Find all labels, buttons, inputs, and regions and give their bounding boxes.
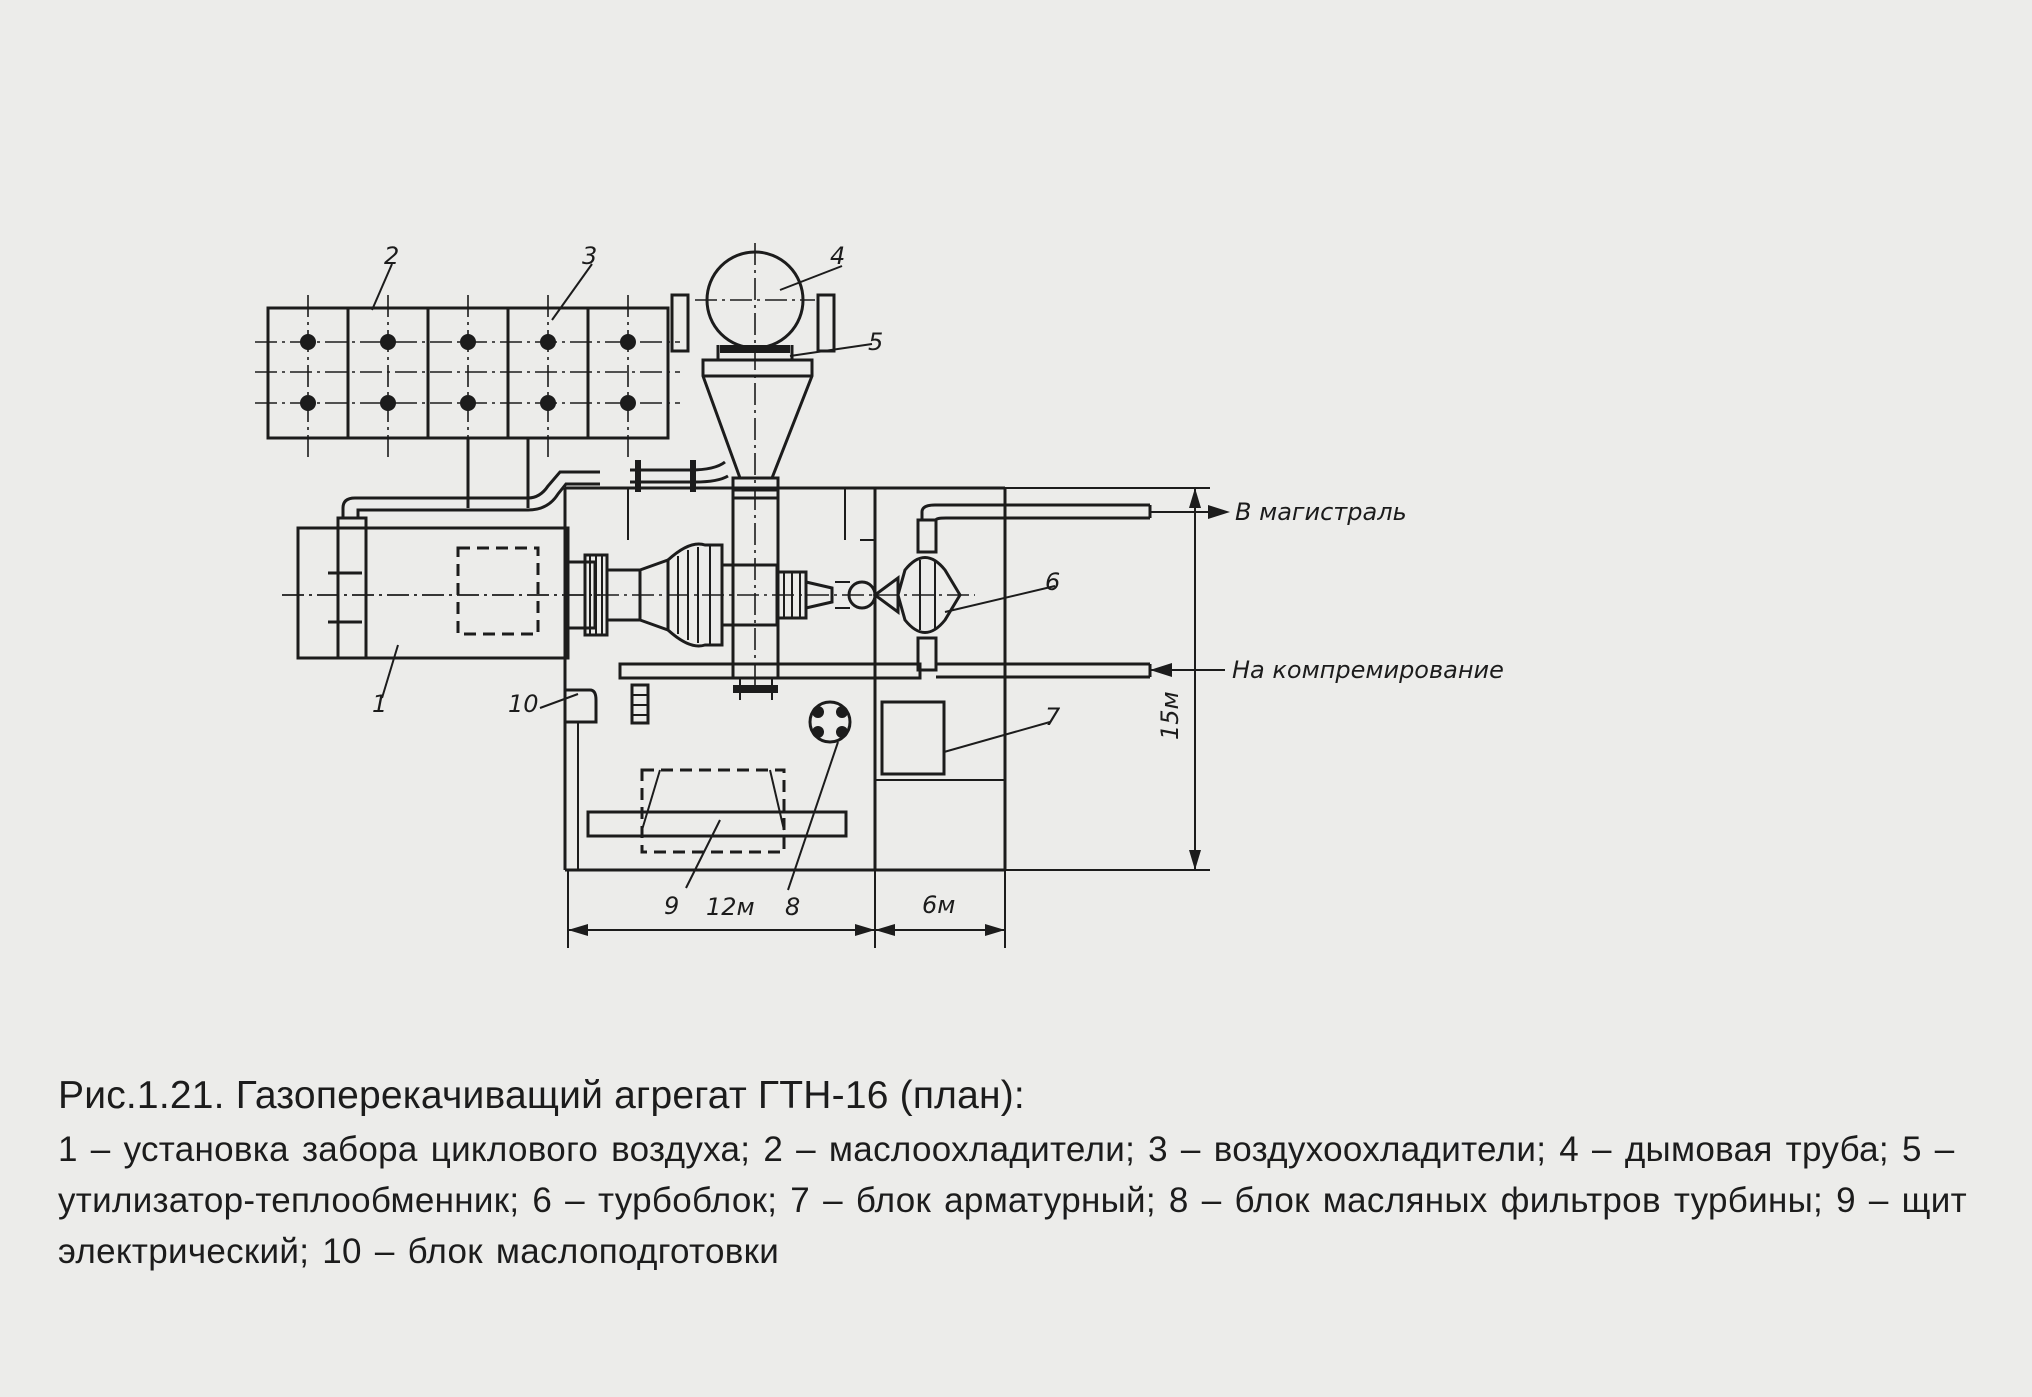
coolers-bank (255, 295, 680, 508)
valve-block (880, 700, 946, 776)
label-part-5: 5 (868, 328, 883, 356)
dimension-width-main: 12м (706, 893, 755, 921)
label-part-6: 6 (1045, 568, 1060, 596)
label-part-9: 9 (664, 892, 679, 920)
caption-title: Рис.1.21. Газоперекачиващий агрегат ГТН-… (58, 1074, 1025, 1117)
flow-label-inlet: На компремирование (1232, 656, 1504, 684)
oil-prep-block (565, 683, 650, 725)
label-part-2: 2 (384, 242, 399, 270)
stack-and-recuperator (630, 243, 836, 700)
turbine-train (282, 542, 975, 648)
flow-label-outlet: В магистраль (1235, 498, 1407, 526)
dimension-height: 15м (1156, 691, 1184, 740)
electrical-panel (586, 768, 848, 854)
label-part-3: 3 (582, 242, 597, 270)
label-part-8: 8 (785, 893, 800, 921)
caption-legend: 1 – установка забора циклового воздуха; … (58, 1130, 1967, 1271)
label-part-4: 4 (830, 242, 845, 270)
air-intake-unit (282, 470, 600, 660)
leader-lines (371, 263, 1056, 891)
figure-caption: Рис.1.21. Газоперекачиващий агрегат ГТН-… (58, 1072, 1998, 1277)
turboblock (618, 503, 1152, 680)
oil-filters (808, 700, 852, 744)
label-part-7: 7 (1045, 703, 1061, 731)
label-part-10: 10 (508, 690, 539, 718)
dimension-lines (567, 487, 1230, 948)
dimension-width-side: 6м (922, 891, 955, 919)
label-part-1: 1 (372, 690, 387, 718)
